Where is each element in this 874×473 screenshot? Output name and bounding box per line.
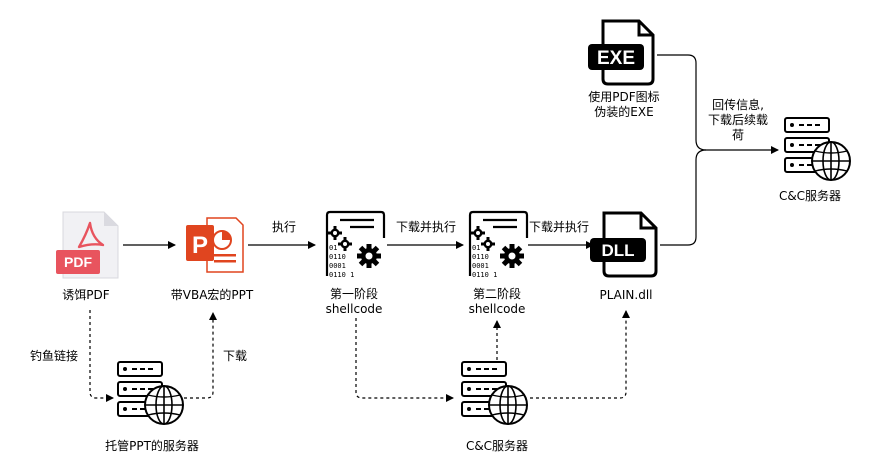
- exe-label-1: 使用PDF图标: [588, 89, 659, 104]
- stage1-label-1: 第一阶段: [330, 286, 378, 301]
- edge-label-callback-2: 下载后续载: [708, 113, 768, 127]
- cc-server-top-label: C&C服务器: [779, 188, 841, 203]
- edge-label-download-execute-1: 下载并执行: [396, 220, 456, 234]
- stage1-label-2: shellcode: [326, 302, 383, 316]
- pdf-badge-text: PDF: [64, 254, 92, 270]
- pdf-label: 诱饵PDF: [62, 288, 109, 302]
- stage1-bits-3: 0001: [329, 262, 346, 270]
- stage1-bits-2: 0110: [329, 253, 346, 261]
- stage1-bits-4: 0110 1: [329, 271, 354, 279]
- ppt-badge-text: P: [192, 232, 208, 259]
- stage2-bits-2: 0110: [472, 253, 489, 261]
- edge-label-download: 下载: [223, 349, 247, 363]
- dll-label: PLAIN.dll: [599, 288, 652, 302]
- edge-dll-cc-top: [660, 146, 779, 246]
- ppt-file-icon: P: [186, 217, 244, 273]
- edge-exe-cc-top: [657, 54, 707, 151]
- edge-label-execute: 执行: [272, 220, 296, 234]
- stage1-shellcode-icon: 01 0110 0001 0110 1: [325, 210, 386, 279]
- edge-download: [184, 312, 217, 399]
- dll-badge-text: DLL: [601, 241, 634, 260]
- stage2-bits-4: 0110 1: [472, 271, 497, 279]
- exe-badge-text: EXE: [597, 48, 635, 69]
- stage1-bits-1: 01: [329, 244, 337, 252]
- dll-file-icon: DLL: [590, 211, 658, 278]
- stage2-shellcode-icon: 01 0110 0001 0110 1: [468, 210, 529, 279]
- pdf-file-icon: PDF: [56, 211, 119, 279]
- exe-file-icon: EXE: [588, 19, 655, 86]
- stage2-label-2: shellcode: [469, 302, 526, 316]
- cc-server-bottom-icon: [461, 361, 528, 425]
- ppt-host-server-icon: [117, 361, 184, 425]
- edge-label-download-execute-2: 下载并执行: [529, 220, 589, 234]
- stage2-bits-3: 0001: [472, 262, 489, 270]
- edge-label-callback-1: 回传信息,: [712, 97, 764, 112]
- stage2-label-1: 第二阶段: [473, 286, 521, 301]
- edge-stage1-cc-bottom: [355, 318, 454, 402]
- ppt-host-server-label: 托管PPT的服务器: [105, 438, 199, 453]
- edge-label-phishing-link: 钓鱼链接: [30, 348, 78, 363]
- ppt-label: 带VBA宏的PPT: [171, 287, 254, 302]
- edge-label-callback-3: 荷: [732, 128, 744, 142]
- connectors: [89, 54, 779, 402]
- cc-server-bottom-label: C&C服务器: [466, 438, 528, 453]
- edge-phishing-link: [89, 310, 114, 402]
- edge-cc-bottom-dll: [530, 310, 630, 399]
- exe-label-2: 伪装的EXE: [594, 104, 653, 119]
- stage2-bits-1: 01: [472, 244, 480, 252]
- cc-server-top-icon: [784, 117, 851, 181]
